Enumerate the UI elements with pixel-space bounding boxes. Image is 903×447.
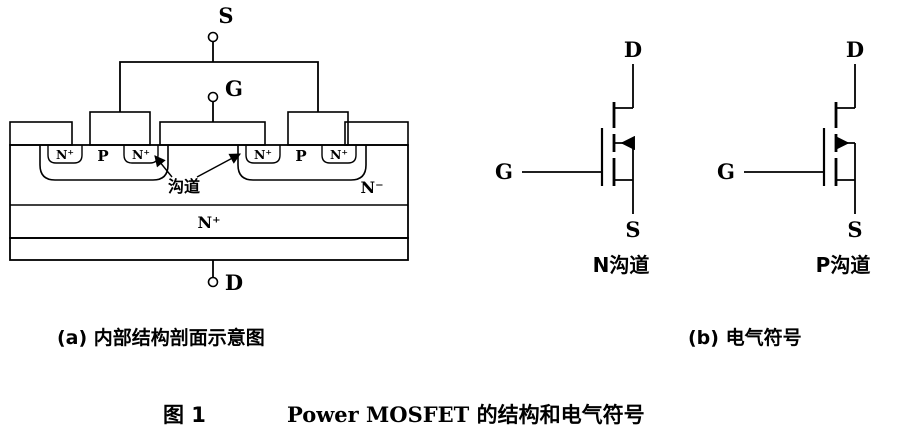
channel-arrow-right bbox=[196, 153, 241, 178]
source-metal-right bbox=[287, 111, 349, 146]
substrate-region-label: N⁺ bbox=[197, 213, 220, 232]
channel-label: 沟道 bbox=[168, 177, 200, 196]
s-terminal bbox=[207, 31, 219, 43]
figure-caption-title: Power MOSFET 的结构和电气符号 bbox=[287, 402, 645, 427]
d-terminal-label: D bbox=[225, 270, 243, 295]
gate-electrode-right bbox=[344, 121, 409, 146]
p-channel-source-label: S bbox=[847, 217, 862, 242]
caption-b: (b) 电气符号 bbox=[688, 326, 802, 349]
cross-section-diagram: S G D N⁺ N⁺ N⁺ N⁺ P P 沟道 N⁻ N⁺ (a) 内部结构剖… bbox=[9, 3, 409, 349]
source-metal-left bbox=[89, 111, 151, 146]
p-channel-symbol: D G S P沟道 bbox=[717, 37, 870, 277]
drain-metal bbox=[9, 237, 409, 261]
n-channel-source-label: S bbox=[625, 217, 640, 242]
d-terminal bbox=[207, 276, 219, 288]
n-channel-gate-label: G bbox=[495, 159, 513, 184]
n-plus-region bbox=[321, 145, 357, 164]
source-wire-loop bbox=[119, 61, 319, 112]
n-channel-drain-label: D bbox=[624, 37, 642, 62]
p-channel-drain-label: D bbox=[846, 37, 864, 62]
n-plus-region bbox=[47, 145, 83, 164]
p-region-label: P bbox=[295, 147, 306, 165]
n-plus-region-label: N⁺ bbox=[330, 147, 348, 162]
s-terminal-label: S bbox=[218, 3, 233, 28]
epi-region-label: N⁻ bbox=[360, 178, 383, 197]
p-region-label: P bbox=[97, 147, 108, 165]
n-plus-region-label: N⁺ bbox=[132, 147, 150, 162]
gate-electrode-middle bbox=[159, 121, 266, 146]
g-terminal bbox=[207, 91, 219, 103]
gate-electrode-left bbox=[9, 121, 73, 146]
n-channel-symbol: D G S N沟道 bbox=[495, 37, 649, 277]
caption-a: (a) 内部结构剖面示意图 bbox=[57, 326, 265, 349]
n-plus-region bbox=[245, 145, 281, 164]
g-terminal-label: G bbox=[225, 76, 243, 101]
n-plus-region-label: N⁺ bbox=[254, 147, 272, 162]
electrical-symbols: D G S N沟道 D G S P沟道 (b) 电气符号 bbox=[495, 37, 870, 349]
figure-caption-prefix: 图 1 bbox=[163, 403, 206, 427]
channel-arrow-left bbox=[154, 155, 173, 178]
figure-caption: 图 1 Power MOSFET 的结构和电气符号 bbox=[163, 402, 645, 427]
n-channel-type-label: N沟道 bbox=[593, 253, 650, 277]
n-plus-region-label: N⁺ bbox=[56, 147, 74, 162]
p-channel-type-label: P沟道 bbox=[816, 253, 871, 277]
p-channel-gate-label: G bbox=[717, 159, 735, 184]
p-well-right bbox=[237, 145, 367, 181]
